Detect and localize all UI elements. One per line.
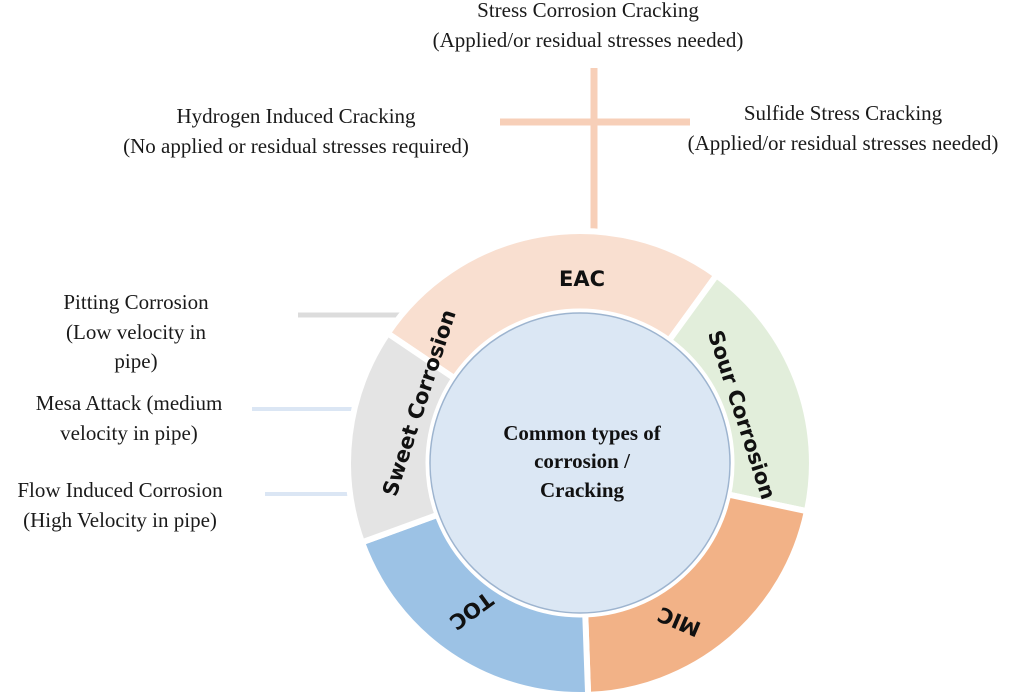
sulfide-stress-cracking-note: (Applied/or residual stresses needed) bbox=[688, 131, 999, 155]
center-circle-outline bbox=[429, 312, 731, 614]
stress-corrosion-cracking-note: (Applied/or residual stresses needed) bbox=[433, 28, 744, 52]
mesa-attack-line-2: velocity in pipe) bbox=[60, 421, 198, 445]
pitting-corrosion-line-1: Pitting Corrosion bbox=[63, 290, 209, 314]
flow-induced-corrosion-line-1: Flow Induced Corrosion bbox=[17, 478, 223, 502]
connectors bbox=[252, 68, 690, 496]
center-label-line-3: Cracking bbox=[540, 478, 625, 502]
sulfide-stress-cracking-title: Sulfide Stress Cracking bbox=[744, 101, 943, 125]
center-circle bbox=[425, 308, 735, 618]
center-label-line-1: Common types of bbox=[503, 421, 661, 445]
pitting-corrosion-line-2: (Low velocity in bbox=[66, 320, 206, 344]
eac-label: EAC bbox=[559, 267, 605, 291]
hydrogen-induced-cracking-note: (No applied or residual stresses require… bbox=[123, 134, 469, 158]
mesa-attack-line-1: Mesa Attack (medium bbox=[36, 391, 223, 415]
stress-corrosion-cracking-title: Stress Corrosion Cracking bbox=[477, 0, 699, 22]
pitting-corrosion-line-3: pipe) bbox=[114, 349, 157, 373]
flow-induced-corrosion-line-2: (High Velocity in pipe) bbox=[23, 508, 217, 532]
center-label-line-2: corrosion / bbox=[534, 449, 631, 473]
hydrogen-induced-cracking-title: Hydrogen Induced Cracking bbox=[176, 104, 416, 128]
